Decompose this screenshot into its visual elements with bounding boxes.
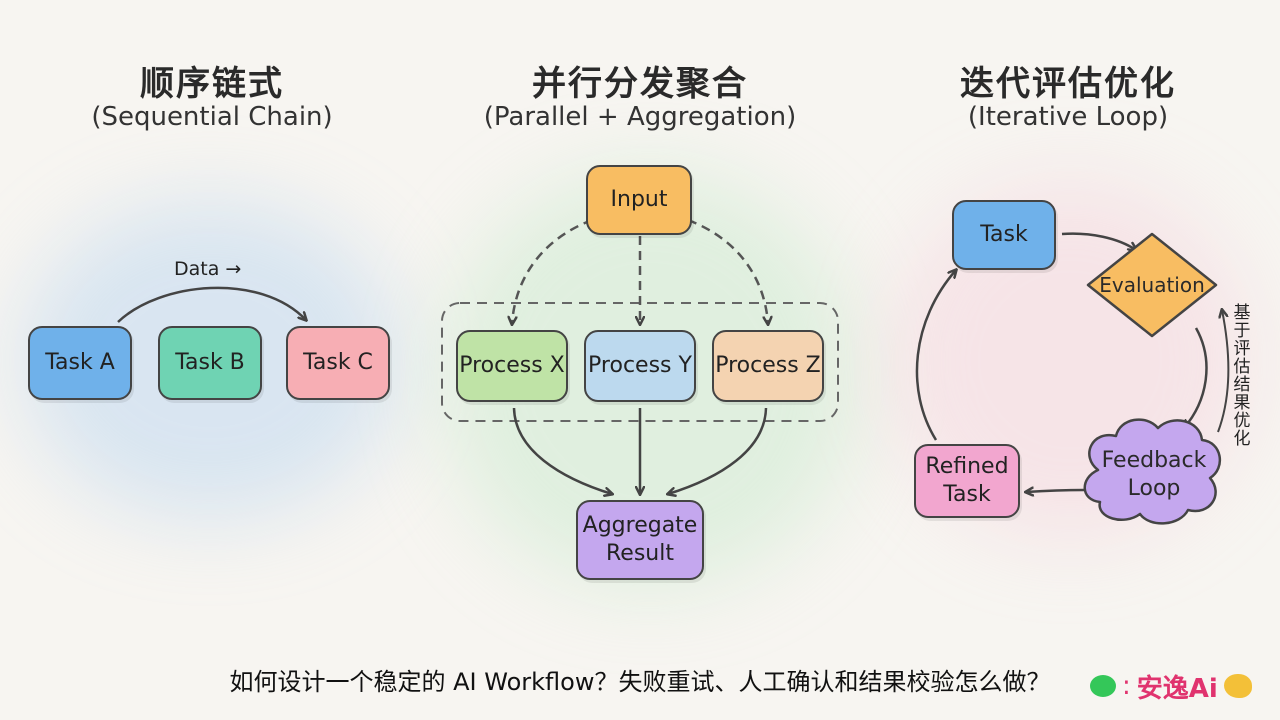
sequential-subtitle: (Sequential Chain) <box>91 102 333 132</box>
wechat-icon <box>1090 675 1116 697</box>
task-to-evaluation-arrow <box>1061 232 1136 250</box>
task-b-node: Task B <box>158 326 262 400</box>
task-c-node: Task C <box>286 326 390 400</box>
loop-task-node: Task <box>952 200 1056 270</box>
input-to-process-z-arrow <box>687 218 768 324</box>
sequential-edge-label: Data → <box>174 258 242 280</box>
bird-mascot-icon <box>1223 674 1252 698</box>
feedback-loop-label: Feedback Loop <box>1101 448 1207 501</box>
input-to-process-x-arrow <box>512 218 593 324</box>
brand-name: 安逸Ai <box>1136 673 1218 704</box>
process-x-node: Process X <box>456 330 568 402</box>
parallel-title: 并行分发聚合 <box>532 64 748 104</box>
iterative-title: 迭代评估优化 <box>960 64 1176 104</box>
brand-logo: : 安逸Ai <box>1090 666 1252 706</box>
sequential-title: 顺序链式 <box>140 64 284 104</box>
task-a-node: Task A <box>28 326 132 400</box>
input-node: Input <box>586 165 692 235</box>
evaluation-diamond <box>1086 232 1218 338</box>
feedback-to-refined-arrow <box>1026 490 1085 492</box>
refined-to-task-arrow <box>915 270 956 441</box>
refined-task-node: Refined Task <box>914 444 1020 518</box>
sequential-data-arrow <box>117 286 306 323</box>
aggregate-result-node: Aggregate Result <box>576 500 704 580</box>
process-x-to-aggregate-arrow <box>512 407 612 494</box>
side-optimize-arrow <box>1217 310 1230 433</box>
process-z-node: Process Z <box>712 330 824 402</box>
process-z-to-aggregate-arrow <box>668 407 768 494</box>
iterative-subtitle: (Iterative Loop) <box>967 102 1169 132</box>
process-y-node: Process Y <box>584 330 696 402</box>
evaluation-label: Evaluation <box>1099 273 1205 297</box>
parallel-subtitle: (Parallel + Aggregation) <box>483 102 797 132</box>
optimize-side-note: 基于评估结果优化 <box>1233 303 1251 449</box>
footer-caption: 如何设计一个稳定的 AI Workflow？失败重试、人工确认和结果校验怎么做？ <box>229 668 1051 696</box>
brand-separator: : <box>1122 671 1131 701</box>
evaluation-to-feedback-arrow <box>1184 327 1208 428</box>
feedback-cloud <box>1083 418 1222 525</box>
